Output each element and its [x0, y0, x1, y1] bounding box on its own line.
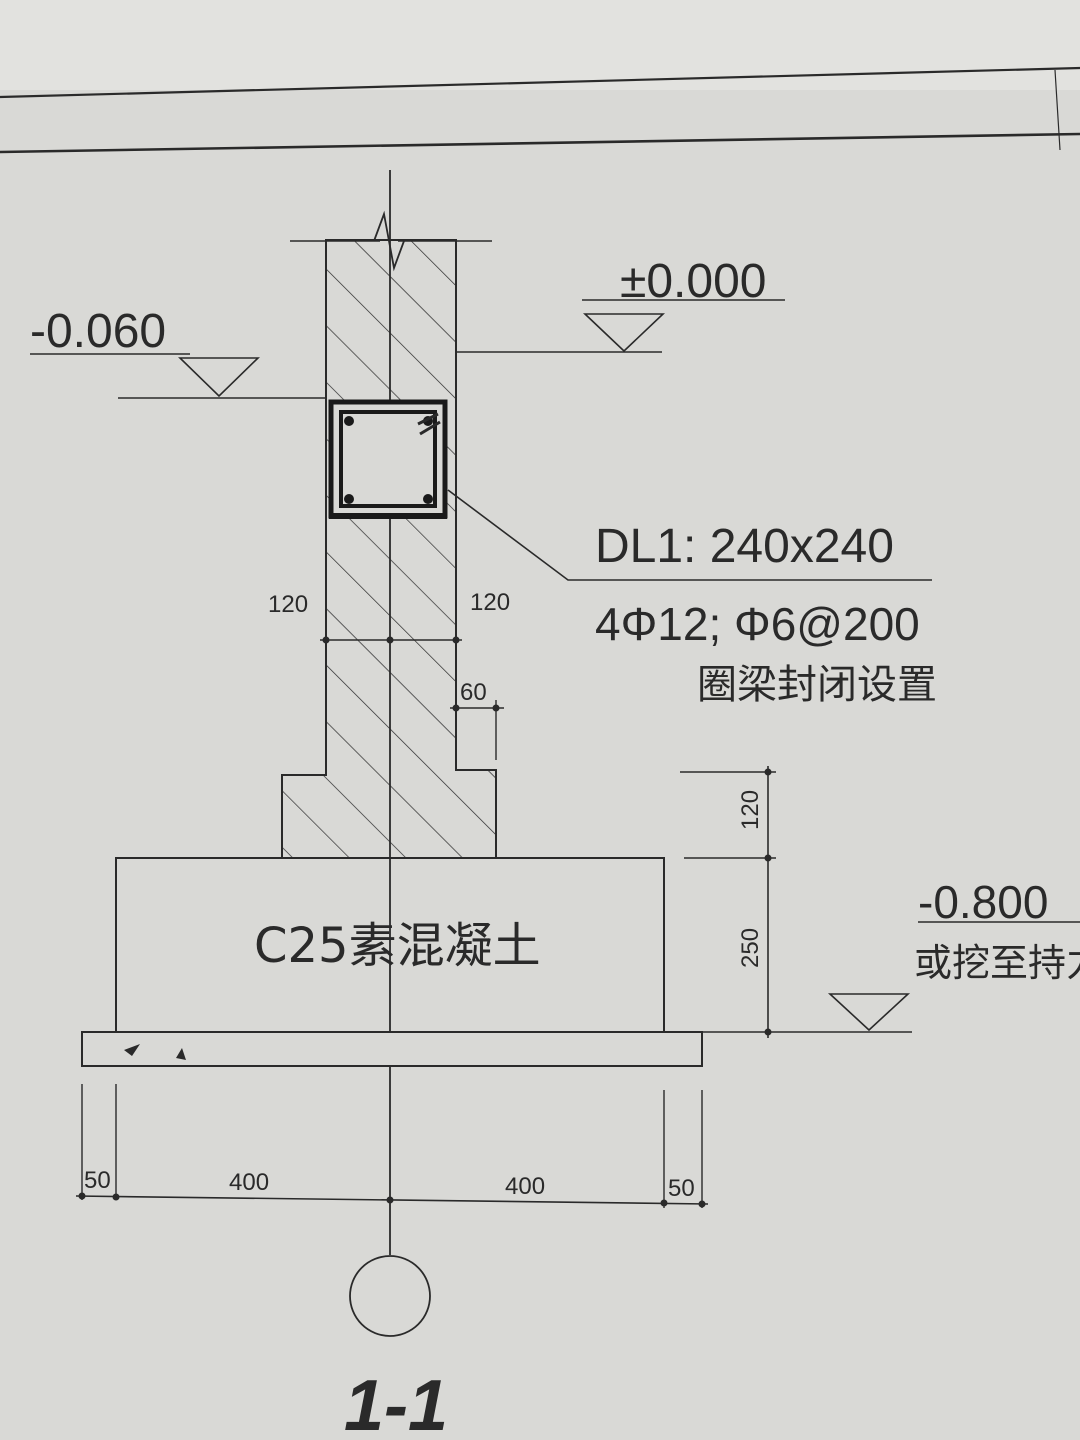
elevation-marker-icon [178, 357, 260, 398]
material-label: C25素混凝土 [254, 918, 541, 974]
elevation-marker-icon [582, 313, 666, 353]
cushion-layer [81, 1031, 703, 1067]
brick-wall [281, 210, 497, 859]
dim-height-bottom: 250 [737, 928, 764, 968]
beam-note: 圈梁封闭设置 [697, 662, 937, 708]
drawing-frame [0, 0, 1080, 154]
break-symbol [373, 210, 405, 272]
ground-level-line: ±0.000 [456, 255, 785, 353]
step-dimension: 60 [450, 679, 504, 760]
elevation-exterior: -0.060 [30, 305, 166, 358]
dim-edge-left: 50 [84, 1167, 111, 1194]
beam-label: DL1: 240x240 [595, 520, 894, 573]
dim-wall-left: 120 [268, 591, 308, 618]
width-dimension-chain: 50 400 400 50 [75, 1084, 709, 1208]
wall-width-dimension: 120 120 [268, 589, 510, 650]
elevation-ground: ±0.000 [620, 255, 766, 308]
beam-reinforcement: 4Φ12; Φ6@200 [595, 598, 920, 650]
height-dimension: 120 250 [680, 766, 776, 1038]
dim-half-left: 400 [229, 1169, 269, 1196]
ground-beam-section [328, 399, 448, 519]
foundation-note: 或挖至持力 [914, 941, 1080, 985]
elevation-marker-icon [827, 993, 911, 1032]
dim-height-top: 120 [737, 790, 764, 830]
concrete-footing: C25素混凝土 [115, 857, 665, 1033]
elevation-foundation-bottom: -0.800 [918, 876, 1048, 928]
section-title: 1-1 [344, 1366, 448, 1440]
beam-leader-line [447, 489, 932, 581]
foundation-level-line: -0.800 或挖至持力 [664, 876, 1080, 1033]
axis-bubble [349, 1255, 431, 1337]
dim-wall-right: 120 [470, 589, 510, 616]
dim-half-right: 400 [505, 1173, 545, 1200]
dim-step: 60 [460, 679, 487, 706]
exterior-level-line: -0.060 [30, 305, 326, 399]
dim-edge-right: 50 [668, 1175, 695, 1202]
